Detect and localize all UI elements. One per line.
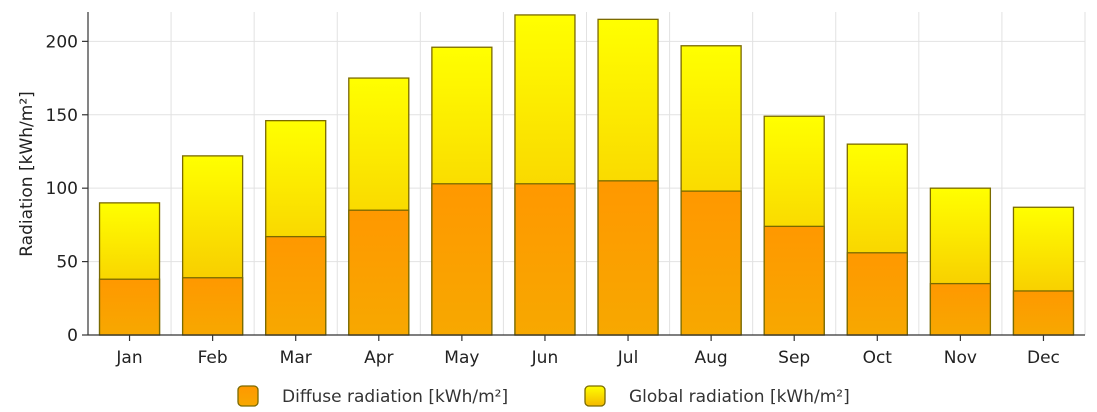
y-tick-label: 50 (56, 253, 78, 273)
grid (88, 12, 1086, 335)
diffuse-bar-dec (1012, 290, 1075, 336)
diffuse-bar-may (431, 183, 493, 336)
y-tick-label: 100 (46, 179, 78, 199)
diffuse-bar-nov (929, 282, 992, 336)
bars (98, 14, 1075, 336)
x-tick-label: Nov (944, 348, 977, 368)
legend-swatch-global (584, 385, 606, 407)
x-tick-label: Oct (863, 348, 893, 368)
y-tick-label: 150 (46, 106, 78, 126)
diffuse-bar-jul (597, 180, 659, 336)
x-tick-label: Aug (695, 348, 728, 368)
y-axis-title: Radiation [kWh/m²] (17, 91, 37, 257)
x-tick-label: Jul (617, 348, 639, 368)
y-tick-labels: 0 50 100 150 200 (46, 32, 78, 346)
x-tick-labels: Jan Feb Mar Apr May Jun Jul Aug Sep Oct Nov Dec (115, 348, 1059, 368)
diffuse-bar-mar (265, 235, 327, 336)
axes (82, 12, 1085, 341)
legend: Diffuse radiation [kWh/m²] Global radiati… (237, 385, 850, 407)
x-tick-label: Jan (115, 348, 142, 368)
x-tick-label: Sep (778, 348, 810, 368)
y-tick-label: 0 (67, 326, 78, 346)
x-tick-label: Apr (364, 348, 393, 368)
x-tick-label: Mar (280, 348, 312, 368)
legend-swatch-diffuse (237, 385, 259, 407)
diffuse-bar-feb (181, 277, 244, 336)
diffuse-bar-apr (348, 209, 410, 336)
x-tick-label: Feb (198, 348, 228, 368)
legend-label-diffuse: Diffuse radiation [kWh/m²] (282, 387, 508, 407)
legend-label-global: Global radiation [kWh/m²] (629, 387, 850, 407)
x-tick-label: Dec (1027, 348, 1060, 368)
diffuse-bar-sep (763, 225, 825, 336)
y-tick-label: 200 (46, 32, 78, 52)
diffuse-bar-jun (514, 183, 576, 336)
diffuse-bar-jan (98, 278, 161, 336)
x-tick-label: May (444, 348, 479, 368)
diffuse-bar-oct (846, 252, 908, 336)
diffuse-bar-aug (680, 190, 742, 336)
x-tick-label: Jun (531, 348, 559, 368)
